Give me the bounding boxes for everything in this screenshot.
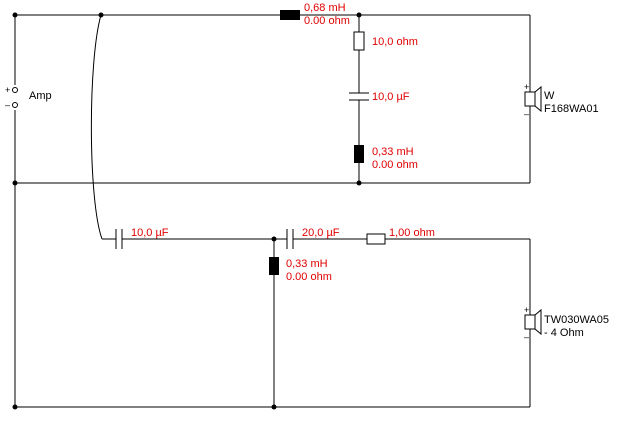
labels: + – Amp 0,68 mH 0.00 ohm 10,0 ohm 10,0 µ… xyxy=(5,2,609,342)
notch-inductor-symbol xyxy=(354,145,364,163)
tweeter-cap2-value: 20,0 µF xyxy=(302,227,340,239)
tweeter-cap2-symbol xyxy=(286,229,294,249)
tweeter-cap1-symbol xyxy=(115,229,123,249)
tweeter-minus-sign: – xyxy=(524,332,529,342)
amp-minus-terminal xyxy=(12,102,18,108)
amp-plus-sign: + xyxy=(5,85,10,95)
junction-dot xyxy=(356,12,362,18)
junction-dot xyxy=(271,404,277,410)
wires xyxy=(14,14,531,408)
tweeter-name-line2: - 4 Ohm xyxy=(544,327,584,339)
shunt-inductor-value: 0,33 mH xyxy=(286,258,328,270)
amp-minus-sign: – xyxy=(5,100,10,110)
notch-inductor-resistance: 0.00 ohm xyxy=(372,159,418,171)
junction-dot xyxy=(12,180,18,186)
shunt-inductor-symbol xyxy=(269,257,279,275)
junction-dot xyxy=(12,404,18,410)
series-inductor-value: 0,68 mH xyxy=(304,2,346,14)
woofer-name-line2: F168WA01 xyxy=(544,103,599,115)
woofer-driver-symbol xyxy=(524,85,542,113)
notch-capacitor-value: 10,0 µF xyxy=(372,91,410,103)
series-inductor-symbol xyxy=(280,10,300,20)
tweeter-resistor-symbol xyxy=(366,233,386,245)
tweeter-resistor-value: 1,00 ohm xyxy=(389,227,435,239)
notch-inductor-value: 0,33 mH xyxy=(372,146,414,158)
crossing-wire xyxy=(90,14,103,240)
shunt-inductor-resistance: 0.00 ohm xyxy=(286,271,332,283)
junction-dot xyxy=(98,12,104,18)
junction-dot xyxy=(356,180,362,186)
tweeter-name-line1: TW030WA05 xyxy=(544,314,609,326)
amp-label: Amp xyxy=(29,90,52,102)
tweeter-cap1-value: 10,0 µF xyxy=(131,227,169,239)
notch-resistor-value: 10,0 ohm xyxy=(372,36,418,48)
series-inductor-resistance: 0.00 ohm xyxy=(304,15,350,27)
amp-terminals xyxy=(12,87,18,108)
notch-resistor-symbol xyxy=(353,31,365,51)
amp-plus-terminal xyxy=(12,87,18,93)
tweeter-driver-symbol xyxy=(524,308,542,336)
notch-capacitor-symbol xyxy=(349,92,369,101)
junction-dot xyxy=(271,236,277,242)
tweeter-plus-sign: + xyxy=(524,305,529,315)
woofer-plus-sign: + xyxy=(524,82,529,92)
woofer-minus-sign: – xyxy=(524,109,529,119)
junction-dots xyxy=(12,12,362,410)
junction-dot xyxy=(12,12,18,18)
woofer-name-line1: W xyxy=(544,90,555,102)
